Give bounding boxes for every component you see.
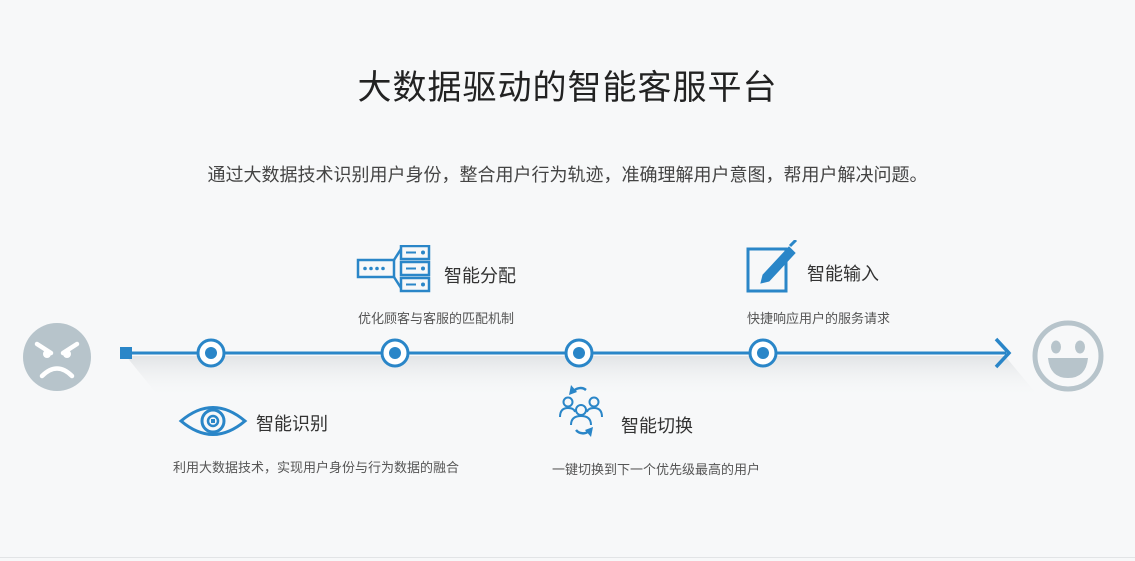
feature-description: 快捷响应用户的服务请求 xyxy=(747,312,891,327)
timeline-arrow xyxy=(994,337,1012,369)
timeline-node xyxy=(564,338,594,368)
timeline-node xyxy=(380,338,410,368)
smiley-face-icon xyxy=(1032,320,1104,392)
feature-description: 一键切换到下一个优先级最高的用户 xyxy=(552,463,761,478)
page-title: 大数据驱动的智能客服平台 xyxy=(357,68,778,108)
timeline-shadow xyxy=(126,356,1040,398)
section-divider xyxy=(0,557,1135,558)
users-switch-icon xyxy=(559,385,603,437)
timeline-node xyxy=(196,338,226,368)
feature-name: 智能分配 xyxy=(444,266,516,287)
page-subtitle: 通过大数据技术识别用户身份，整合用户行为轨迹，准确理解用户意图，帮用户解决问题。 xyxy=(207,165,928,186)
sad-face-icon xyxy=(23,323,91,391)
feature-name: 智能输入 xyxy=(807,264,879,285)
timeline xyxy=(120,337,1040,398)
eye-icon xyxy=(178,406,248,436)
feature-name: 智能识别 xyxy=(256,414,328,435)
feature-name: 智能切换 xyxy=(621,416,693,437)
edit-icon xyxy=(746,240,798,293)
server-icon xyxy=(356,245,431,293)
feature-description: 优化顾客与客服的匹配机制 xyxy=(358,312,515,327)
timeline-node xyxy=(748,338,778,368)
feature-description: 利用大数据技术，实现用户身份与行为数据的融合 xyxy=(173,461,460,476)
